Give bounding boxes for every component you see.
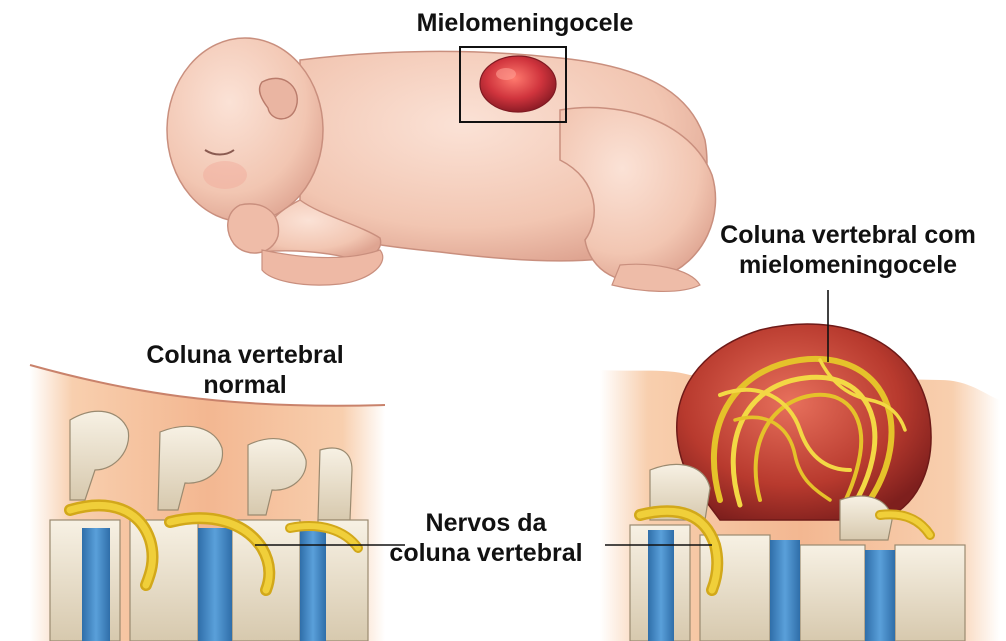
intervertebral-disc: [865, 550, 895, 641]
label-spinal-nerves-line1: Nervos da: [356, 508, 616, 538]
normal-spine-panel: [30, 365, 385, 641]
intervertebral-disc: [770, 540, 800, 641]
label-affected-spine-line2: mielomeningocele: [690, 250, 1006, 280]
label-spinal-nerves: Nervos da coluna vertebral: [356, 508, 616, 568]
baby-figure: [167, 38, 716, 291]
intervertebral-disc: [648, 530, 674, 641]
label-spinal-nerves-line2: coluna vertebral: [356, 538, 616, 568]
label-normal-spine-line1: Coluna vertebral: [95, 340, 395, 370]
intervertebral-disc: [82, 528, 110, 641]
label-affected-spine-line1: Coluna vertebral com: [690, 220, 1006, 250]
intervertebral-disc: [198, 528, 232, 641]
label-myelomeningocele-text: Mielomeningocele: [417, 9, 634, 37]
myelomeningocele-lesion: [480, 56, 556, 112]
label-normal-spine-line2: normal: [95, 370, 395, 400]
affected-spine-panel: [600, 324, 1000, 641]
label-affected-spine: Coluna vertebral com mielomeningocele: [690, 220, 1006, 280]
label-normal-spine: Coluna vertebral normal: [95, 340, 395, 400]
label-myelomeningocele: Mielomeningocele: [385, 8, 665, 38]
